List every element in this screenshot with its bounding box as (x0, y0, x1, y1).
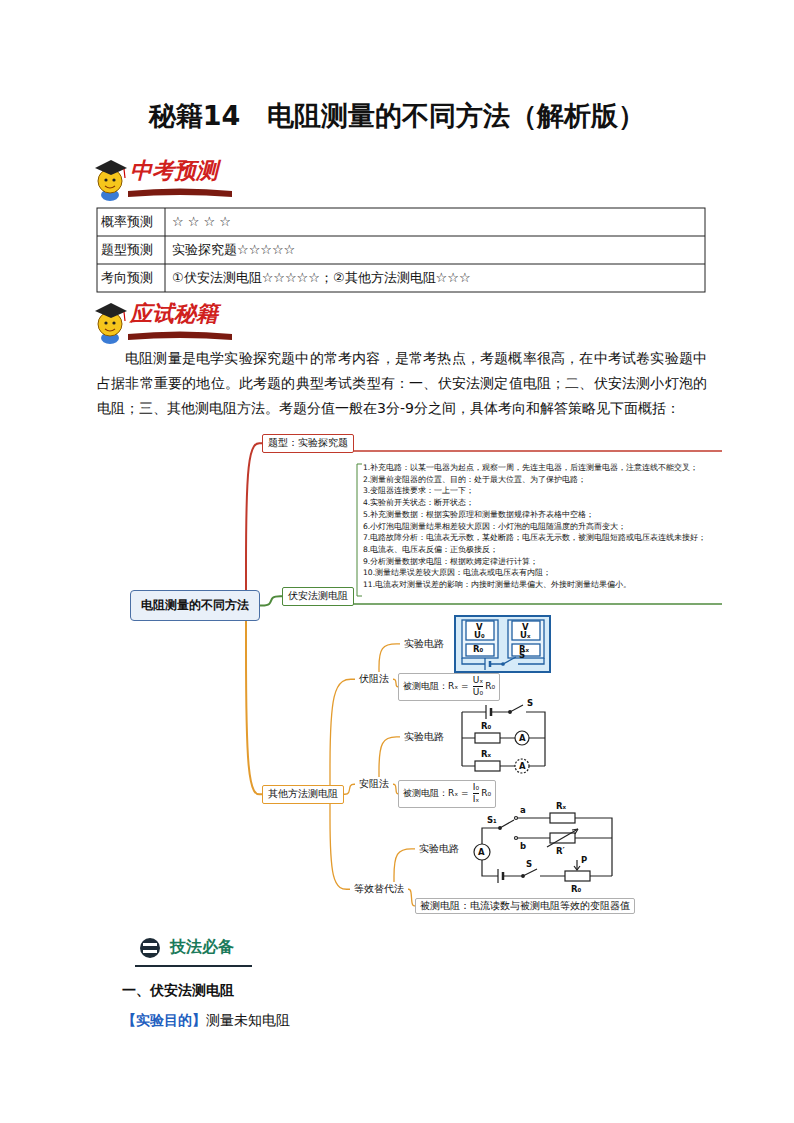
topic-box: 被测电阻：电流读数与被测电阻等效的变阻器值 (415, 898, 635, 914)
circuit-symbol-label: S₁ (487, 815, 497, 825)
formula-label: 被测电阻： (403, 681, 448, 692)
formula-lhs: Rₓ = (448, 788, 469, 799)
note-item: 10.测量结果误差较大原因：电流表或电压表有内阻； (363, 568, 551, 577)
circuit-symbol-label: S (519, 650, 525, 660)
circuit-substitution-method (474, 813, 612, 883)
formula-factor: R₀ (485, 681, 495, 692)
root-topic: 电阻测量的不同方法 (130, 590, 260, 621)
topic-text: 实验电路 (419, 843, 459, 855)
branch-connector (246, 621, 262, 794)
topic-text: 伏阻法 (359, 673, 389, 686)
branch-connector (344, 784, 355, 794)
fraction: I₀Iₓ (473, 782, 480, 806)
topic-box: 等效替代法 (350, 882, 408, 897)
circuit-symbol-label: A (519, 733, 526, 743)
denominator: Iₓ (473, 793, 480, 805)
circuit-symbol-label: Uₓ (520, 630, 530, 640)
circuit-symbol-label: R₀ (571, 884, 581, 894)
note-item: 3.变阻器连接要求：一上一下； (363, 486, 474, 495)
fraction: UₓU₀ (473, 675, 484, 699)
circuit-symbol-label: Rₓ (481, 749, 491, 759)
topic-text: 电阻测量的不同方法 (141, 598, 249, 613)
note-item: 11.电流表对测量误差的影响：内接时测量结果偏大、外接时测量结果偏小。 (363, 580, 631, 589)
branch-connector (379, 644, 400, 672)
formula-lhs: Rₓ = (448, 681, 469, 692)
topic-box: 被测电阻：Rₓ = I₀IₓR₀ (398, 780, 496, 808)
circuit-symbol-label: U₀ (474, 630, 485, 640)
note-item: 7.电路故障分析：电流表无示数，某处断路；电压表无示数，被测电阻短路或电压表连线… (363, 533, 706, 542)
topic-box: 伏安法测电阻 (282, 587, 354, 606)
table-cell: ☆ ☆ ☆ ☆ (172, 214, 231, 230)
section-icon (135, 938, 252, 966)
circuit-symbol-label: b (520, 841, 526, 851)
numerator: I₀ (473, 782, 479, 793)
topic-text: 其他方法测电阻 (268, 788, 338, 801)
intro-paragraph: 电阻测量是电学实验探究题中的常考内容，是常考热点，考题概率很高，在中考试卷实验题… (97, 346, 707, 421)
note-item: 1.补充电路：以某一电器为起点，观察一周，先连主电器，后连测量电器，注意连线不能… (363, 463, 698, 472)
circuit-symbol-label: R₀ (473, 644, 483, 654)
branch-connector (246, 443, 262, 590)
circuit-symbol-label: R₀ (481, 721, 491, 731)
topic-text: 等效替代法 (354, 883, 404, 896)
note-item: 6.小灯泡电阻测量结果相差较大原因：小灯泡的电阻随温度的升高而变大； (363, 522, 626, 531)
table-cell: 实验探究题☆☆☆☆☆ (172, 242, 295, 258)
circuit-symbol-label: S (526, 859, 532, 869)
note-item: 8.电流表、电压表反偏：正负极接反； (363, 545, 498, 554)
branch-connector (330, 679, 355, 785)
circuit-voltmeter-method (455, 616, 550, 672)
topic-text: 实验电路 (404, 638, 444, 650)
table-cell: 概率预测 (101, 214, 153, 230)
circuit-symbol-label: a (520, 805, 526, 815)
circuit-symbol-label: Rₓ (556, 801, 566, 811)
header-text: 中考预测 (130, 158, 218, 184)
numerator: Uₓ (473, 675, 484, 686)
branch-connector (260, 596, 282, 605)
bracket (357, 464, 362, 596)
topic-box: 题型：实验探究题 (262, 434, 354, 453)
subsection-heading: 一、伏安法测电阻 (122, 982, 234, 999)
topic-text: 伏安法测电阻 (288, 590, 348, 603)
topic-box: 实验电路 (415, 842, 463, 856)
topic-text: 题型：实验探究题 (268, 437, 348, 450)
circuit-symbol-label: A (478, 847, 485, 857)
circuit-symbol-label: P (581, 855, 587, 865)
table-cell: ①伏安法测电阻☆☆☆☆☆；②其他方法测电阻☆☆☆ (172, 270, 471, 286)
branch-connector (379, 737, 400, 777)
note-item: 5.补充测量数据：根据实验原理和测量数据规律补齐表格中空格； (363, 510, 594, 519)
topic-box: 其他方法测电阻 (262, 785, 344, 804)
bracket-tag: 【实验目的】 (122, 1012, 206, 1029)
circuit-symbol-label: A (519, 761, 526, 771)
topic-text: 安阻法 (359, 778, 389, 791)
circuit-symbol-label: R′ (556, 846, 565, 856)
circuit-ammeter-method (462, 705, 545, 773)
section-heading: 技法必备 (170, 937, 234, 956)
body-text: 测量未知电阻 (206, 1012, 290, 1029)
circuit-symbol-label: S (527, 698, 533, 708)
branch-connector (408, 889, 415, 906)
topic-text: 被测电阻：电流读数与被测电阻等效的变阻器值 (420, 900, 630, 912)
note-item: 2.测量前变阻器的位置、目的：处于最大位置、为了保护电路； (363, 475, 586, 484)
note-item: 9.分析测量数据求电阻：根据欧姆定律进行计算； (363, 557, 538, 566)
branch-connector (330, 804, 350, 890)
topic-box: 伏阻法 (355, 672, 393, 687)
topic-box: 安阻法 (355, 777, 393, 792)
page-title: 秘籍14 电阻测量的不同方法（解析版） (0, 98, 794, 134)
table-cell: 考向预测 (101, 270, 153, 286)
topic-box: 实验电路 (400, 730, 448, 744)
header-text: 应试秘籍 (130, 301, 218, 327)
denominator: U₀ (473, 686, 483, 698)
branch-connector (394, 849, 415, 882)
formula-factor: R₀ (481, 788, 491, 799)
forecast-table (97, 208, 705, 292)
topic-text: 实验电路 (404, 731, 444, 743)
note-item: 4.实验前开关状态：断开状态； (363, 498, 474, 507)
table-cell: 题型预测 (101, 242, 153, 258)
topic-box: 实验电路 (400, 637, 448, 651)
topic-box: 被测电阻：Rₓ = UₓU₀R₀ (398, 673, 500, 701)
formula-label: 被测电阻： (403, 788, 448, 799)
